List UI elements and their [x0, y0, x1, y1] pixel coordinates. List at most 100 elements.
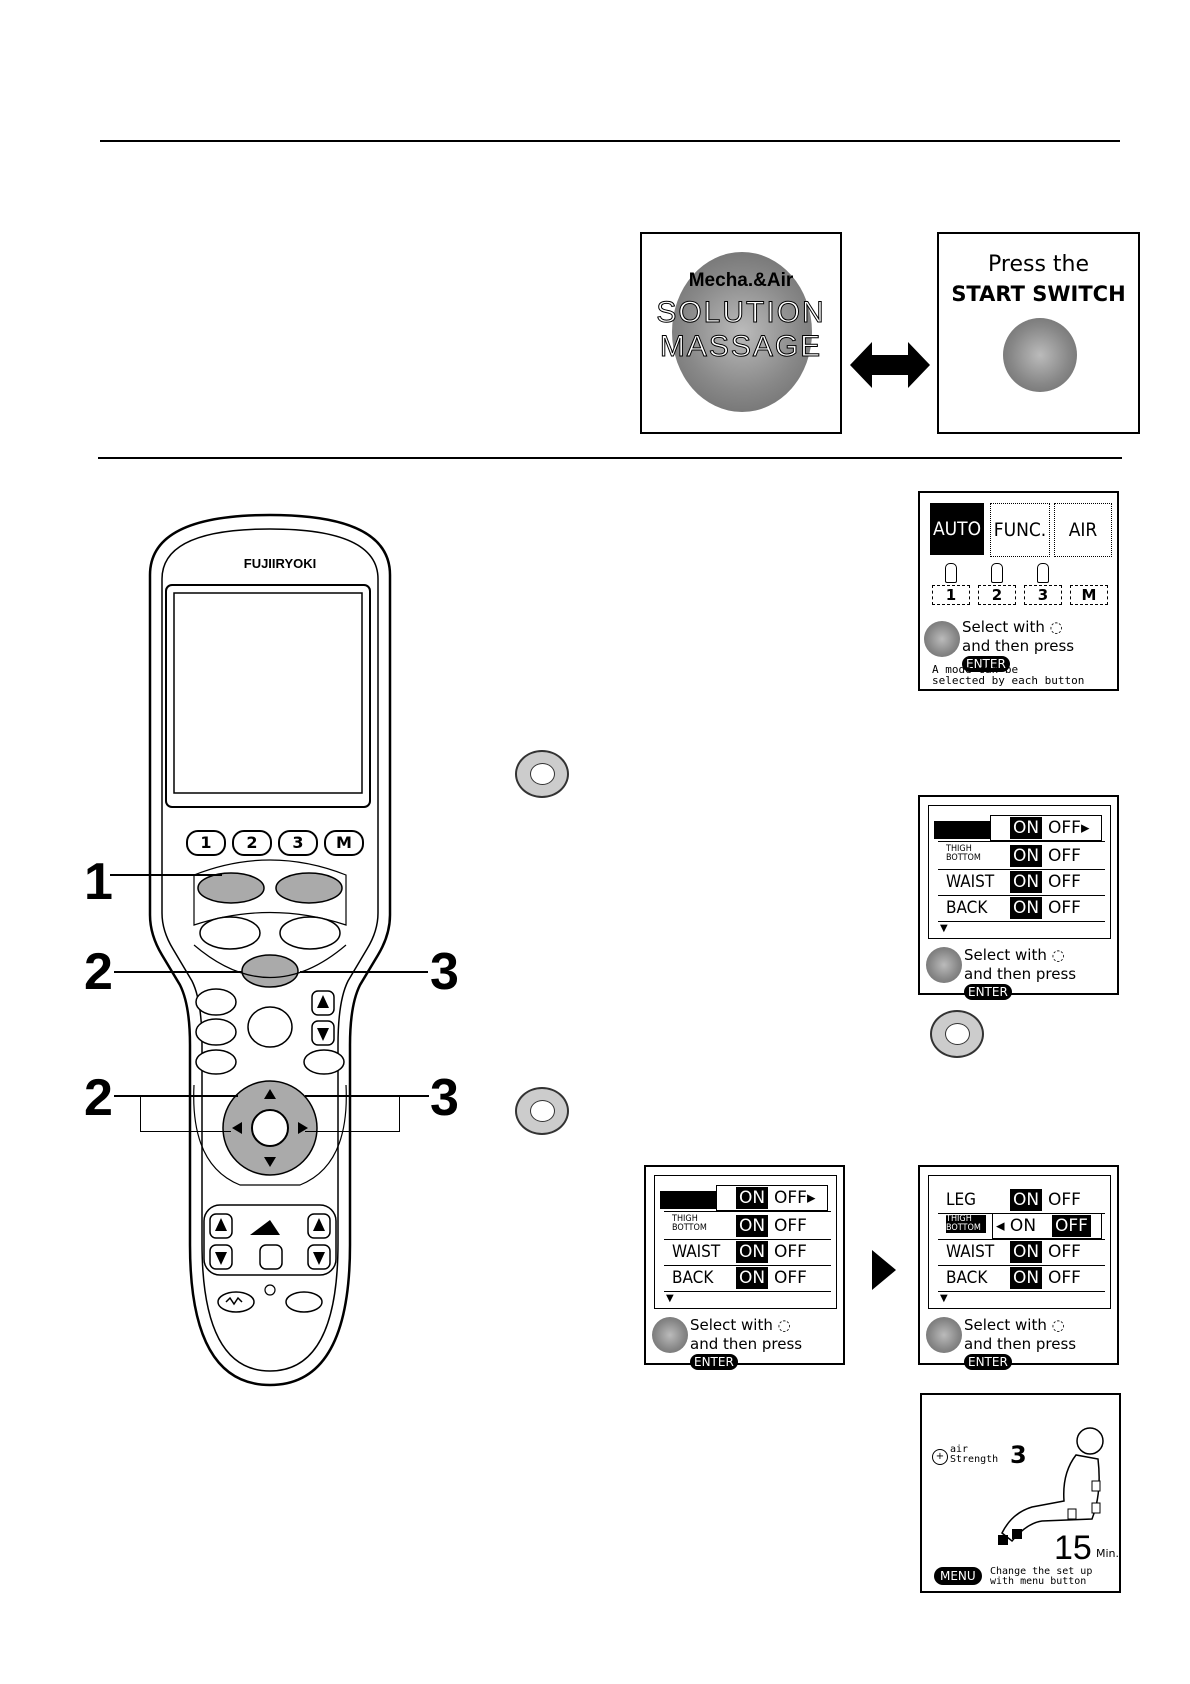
then-press-text: and then press ENTER	[964, 1335, 1077, 1370]
change-line-1: Change the set up	[990, 1566, 1093, 1577]
note-line-1: A mode can be	[932, 663, 1019, 676]
person-icon-2	[991, 563, 1003, 583]
callout-3b-line	[305, 1095, 429, 1097]
min-unit: Min.	[1096, 1547, 1120, 1560]
scroll-down-icon: ▼	[940, 1293, 948, 1304]
dpad-icon-2	[515, 1087, 569, 1135]
row-4: BACK ON OFF	[938, 1265, 1105, 1292]
change-line-2: with menu button	[990, 1576, 1087, 1587]
row-4-off: OFF	[1048, 1268, 1081, 1288]
select-with-text: Select with ◌	[690, 1316, 791, 1334]
select-with-text: Select with ◌	[964, 946, 1065, 964]
row-1-on: ON	[736, 1187, 769, 1209]
row-3-off: OFF	[1048, 872, 1081, 892]
running-status-screen: + air Strength 3 15 Min. MENU Change the…	[920, 1393, 1121, 1593]
remote-memory-3-button[interactable]: 3	[278, 830, 318, 856]
massage-text: MASSAGE	[659, 330, 823, 364]
row-2: THIGH BOTTOM ON OFF	[664, 1213, 831, 1240]
callout-1-line	[110, 874, 222, 876]
dpad-icon-3	[930, 1010, 984, 1058]
person-icon-3	[1037, 563, 1049, 583]
row-1-highlight	[934, 821, 990, 839]
row-1-off: OFF▸	[774, 1188, 816, 1208]
row-4-off: OFF	[1048, 898, 1081, 918]
callout-3a: 3	[430, 943, 459, 1001]
row-4-label: BACK	[672, 1268, 714, 1288]
dpad-icon-1	[515, 750, 569, 798]
row-2: THIGH BOTTOM ◂ ON OFF	[938, 1213, 1105, 1240]
select-with-text: Select with ◌	[964, 1316, 1065, 1334]
select-hint-bubble	[926, 947, 962, 983]
screen-frame	[654, 1175, 837, 1309]
row-1-off: OFF▸	[1048, 818, 1090, 838]
air-label: air	[950, 1444, 969, 1455]
intro-screen-press-start: Press the START SWITCH	[937, 232, 1140, 434]
brand-line: Mecha.&Air	[688, 270, 794, 291]
start-switch-button-icon	[1003, 318, 1077, 392]
row-2-box	[992, 1213, 1102, 1239]
select-hint-bubble	[926, 1317, 962, 1353]
row-1-highlight	[660, 1191, 716, 1209]
row-3-label: WAIST	[946, 1242, 995, 1262]
tab-air: AIR	[1054, 503, 1112, 557]
row-4-on: ON	[1010, 1267, 1043, 1289]
row-4-label: BACK	[946, 1268, 988, 1288]
person-icon-1	[945, 563, 957, 583]
row-3-off: OFF	[774, 1242, 807, 1262]
screen-frame	[928, 805, 1111, 939]
body-outline-icon	[998, 1427, 1104, 1545]
row-1-box	[990, 815, 1102, 841]
row-2-label: THIGH BOTTOM	[946, 844, 981, 863]
row-2: THIGH BOTTOM ON OFF	[938, 843, 1105, 870]
memory-m: M	[1070, 585, 1108, 605]
intro-screen-solution-massage: Mecha.&Air SOLUTION MASSAGE	[640, 232, 842, 434]
row-1-label: LEG	[946, 1190, 977, 1210]
callout-2b-line	[114, 1095, 238, 1097]
air-icon: +	[932, 1449, 948, 1465]
row-2-off: OFF	[1052, 1215, 1091, 1237]
row-3-label: WAIST	[672, 1242, 721, 1262]
select-hint-bubble	[924, 621, 960, 657]
row-3-on: ON	[736, 1241, 769, 1263]
row-3: WAIST ON OFF	[664, 1239, 831, 1266]
row-1-box	[716, 1185, 828, 1211]
row-4-label: BACK	[946, 898, 988, 918]
air-select-screen-2: ON OFF▸ THIGH BOTTOM ON OFF WAIST ON OFF…	[644, 1165, 845, 1370]
note-line-2: selected by each button	[932, 674, 1085, 687]
scroll-down-icon: ▼	[666, 1293, 674, 1304]
tab-auto: AUTO	[930, 503, 984, 555]
row-4-on: ON	[736, 1267, 769, 1289]
strength-label: Strength	[950, 1454, 999, 1465]
dithered-circle	[672, 252, 812, 412]
row-4: BACK ON OFF	[664, 1265, 831, 1292]
row-1: LEG ON OFF	[938, 1187, 1105, 1214]
row-1-on: ON	[1010, 1189, 1043, 1211]
bracket-left	[140, 1095, 231, 1132]
row-2-label: THIGH BOTTOM	[946, 1215, 986, 1233]
next-arrow-icon	[872, 1250, 896, 1290]
screen-frame	[928, 1175, 1111, 1309]
row-1-off: OFF	[1048, 1190, 1081, 1210]
memory-2: 2	[978, 585, 1016, 605]
callout-2a-line	[114, 971, 242, 973]
scroll-down-icon: ▼	[940, 923, 948, 934]
remote-memory-1-button[interactable]: 1	[186, 830, 226, 856]
remote-memory-2-button[interactable]: 2	[232, 830, 272, 856]
select-with-text: Select with ◌	[962, 618, 1063, 636]
callout-2b: 2	[84, 1069, 113, 1127]
row-3-on: ON	[1010, 1241, 1043, 1263]
row-3-on: ON	[1010, 871, 1043, 893]
memory-3: 3	[1024, 585, 1062, 605]
top-rule	[100, 140, 1120, 142]
bracket-right	[305, 1095, 400, 1132]
remote-memory-m-button[interactable]: M	[324, 830, 364, 856]
row-3: WAIST ON OFF	[938, 1239, 1105, 1266]
row-1: ON OFF▸	[934, 815, 1105, 842]
memory-1: 1	[932, 585, 970, 605]
row-3: WAIST ON OFF	[938, 869, 1105, 896]
minutes-value: 15	[1054, 1529, 1092, 1567]
row-2-on: ON	[736, 1215, 769, 1237]
row-2-off: OFF	[1048, 846, 1081, 866]
callout-3b: 3	[430, 1069, 459, 1127]
menu-pill: MENU	[934, 1567, 982, 1585]
